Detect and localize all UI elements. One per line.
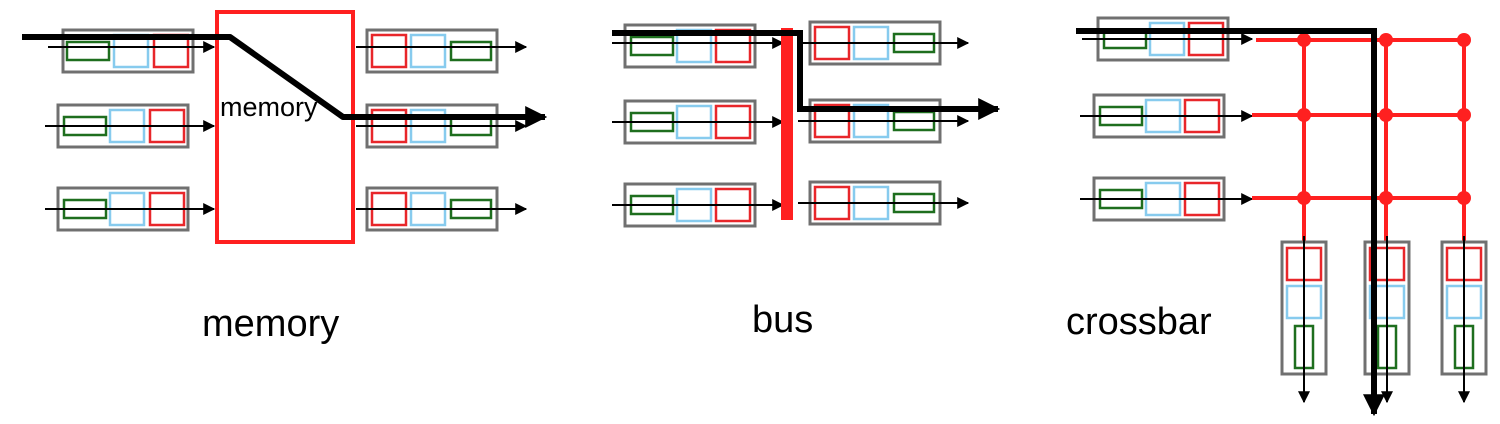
input-port: [45, 186, 216, 232]
output-port: [1440, 236, 1488, 404]
output-port: [798, 98, 970, 144]
crossbar-panel: crossbar: [1066, 16, 1488, 417]
output-port: [1363, 236, 1411, 404]
input-port: [45, 103, 216, 149]
packet-path: [1076, 28, 1385, 417]
output-port: [356, 28, 528, 74]
input-port: [1080, 93, 1254, 139]
caption-memory: memory: [202, 303, 339, 345]
output-port: [356, 186, 528, 232]
input-port: [48, 28, 216, 74]
packet-path: [612, 30, 1001, 120]
input-port: [612, 99, 785, 145]
caption-crossbar: crossbar: [1066, 301, 1212, 343]
output-port: [798, 180, 970, 226]
crossbar-grid: [1252, 38, 1466, 242]
memory-panel: memory memory: [22, 10, 548, 345]
output-port: [1280, 236, 1328, 404]
bus-line: [781, 28, 793, 220]
input-port: [612, 182, 785, 228]
caption-bus: bus: [752, 299, 813, 341]
bus-panel: bus: [612, 20, 1001, 341]
input-port: [1082, 16, 1254, 62]
input-port: [1080, 176, 1254, 222]
output-port: [356, 103, 528, 149]
memory-block-label: memory: [220, 92, 318, 122]
output-port: [798, 20, 970, 66]
packet-path: [22, 34, 548, 128]
input-port: [612, 23, 785, 69]
memory-block: [215, 10, 355, 244]
crossbar-nodes: [1297, 33, 1471, 205]
